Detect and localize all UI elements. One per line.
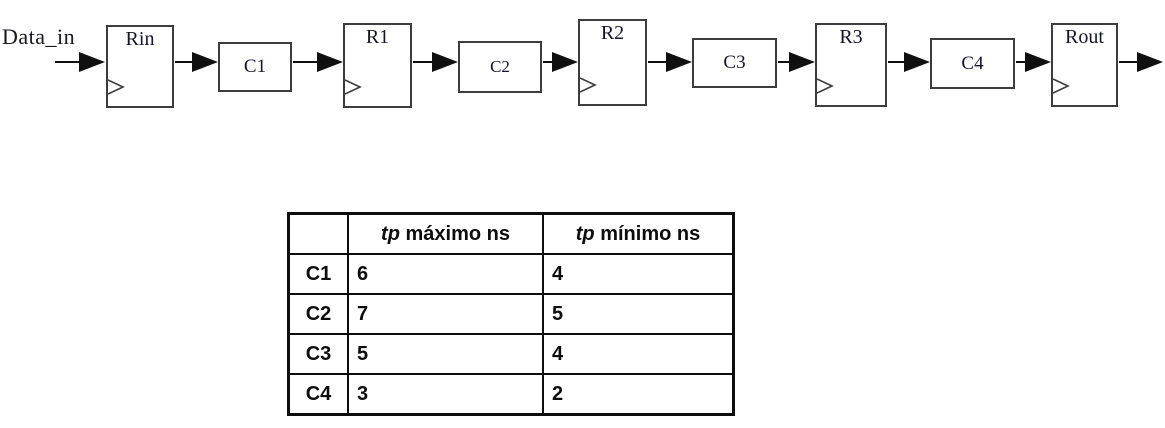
arrowhead-icon (1025, 52, 1051, 72)
tp-max-value: 5 (347, 333, 544, 375)
arrow-shaft (543, 61, 556, 63)
tp-min-value: 4 (542, 333, 735, 375)
input-arrow (55, 52, 105, 72)
table-row: C3 5 4 (287, 333, 735, 375)
arrowhead-icon (317, 52, 343, 72)
arrow-shaft (413, 61, 436, 63)
tp-max-value: 3 (347, 373, 544, 416)
clock-edge-icon (1053, 78, 1070, 94)
register-rout: Rout (1051, 23, 1118, 107)
arrowhead-icon (666, 52, 692, 72)
arrow-r3-c4 (888, 52, 930, 72)
clock-edge-icon (108, 79, 125, 95)
logic-block-c1: C1 (218, 42, 292, 92)
arrow-shaft (175, 61, 196, 63)
arrowhead-icon (789, 52, 815, 72)
arrowhead-icon (79, 52, 105, 72)
data-in-label: Data_in (2, 24, 76, 49)
header-text: mínimo ns (594, 222, 701, 245)
table-header-row: tp máximo ns tp mínimo ns (287, 212, 735, 255)
arrow-shaft (888, 61, 908, 63)
arrow-rin-c1 (175, 52, 218, 72)
tp-min-value: 4 (542, 253, 735, 295)
arrowhead-icon (904, 52, 930, 72)
arrow-shaft (778, 61, 793, 63)
clock-edge-icon (345, 79, 362, 95)
arrow-shaft (648, 61, 670, 63)
arrow-c2-r2 (543, 52, 578, 72)
register-label: R2 (600, 22, 625, 44)
arrow-c4-rout (1016, 52, 1051, 72)
arrowhead-icon (1137, 52, 1163, 72)
tp-min-value: 5 (542, 293, 735, 335)
register-r2: R2 (578, 19, 647, 106)
clock-edge-icon (817, 78, 834, 94)
row-label: C1 (287, 253, 349, 295)
row-label: C3 (287, 333, 349, 375)
logic-block-c3: C3 (692, 38, 777, 88)
arrowhead-icon (432, 52, 458, 72)
arrow-c3-r3 (778, 52, 815, 72)
logic-block-c4: C4 (930, 38, 1015, 89)
header-text: máximo ns (399, 222, 510, 245)
row-label: C4 (287, 373, 349, 416)
row-label: C2 (287, 293, 349, 335)
header-tp-max: tp máximo ns (347, 212, 544, 255)
clock-edge-icon (580, 77, 597, 93)
register-label: R1 (365, 26, 390, 48)
logic-label: C1 (243, 56, 267, 77)
arrow-shaft (1016, 61, 1029, 63)
arrow-r2-c3 (648, 52, 692, 72)
arrow-shaft (55, 61, 83, 63)
register-label: Rin (125, 28, 155, 50)
logic-block-c2: C2 (458, 41, 542, 93)
tp-min-value: 2 (542, 373, 735, 416)
header-italic: tp (575, 222, 595, 245)
output-arrow (1119, 52, 1163, 72)
register-rin: Rin (106, 25, 174, 108)
header-italic: tp (381, 222, 400, 245)
header-tp-min: tp mínimo ns (542, 212, 735, 255)
logic-label: C3 (723, 52, 746, 73)
register-r1: R1 (343, 23, 412, 108)
arrow-c1-r1 (293, 52, 343, 72)
register-r3: R3 (815, 23, 887, 107)
logic-label: C2 (490, 57, 510, 76)
register-label: Rout (1065, 26, 1104, 48)
table-row: C4 3 2 (287, 373, 735, 416)
arrowhead-icon (552, 52, 578, 72)
logic-label: C4 (961, 52, 984, 74)
register-label: R3 (839, 26, 863, 48)
arrow-shaft (1119, 61, 1141, 63)
table-row: C2 7 5 (287, 293, 735, 335)
propagation-delay-table: tp máximo ns tp mínimo ns C1 6 4 C2 7 5 … (287, 212, 735, 416)
tp-max-value: 7 (347, 293, 544, 335)
arrow-r1-c2 (413, 52, 458, 72)
table-row: C1 6 4 (287, 253, 735, 295)
arrowhead-icon (192, 52, 218, 72)
arrow-shaft (293, 61, 321, 63)
tp-max-value: 6 (347, 253, 544, 295)
header-empty-cell (287, 212, 349, 255)
